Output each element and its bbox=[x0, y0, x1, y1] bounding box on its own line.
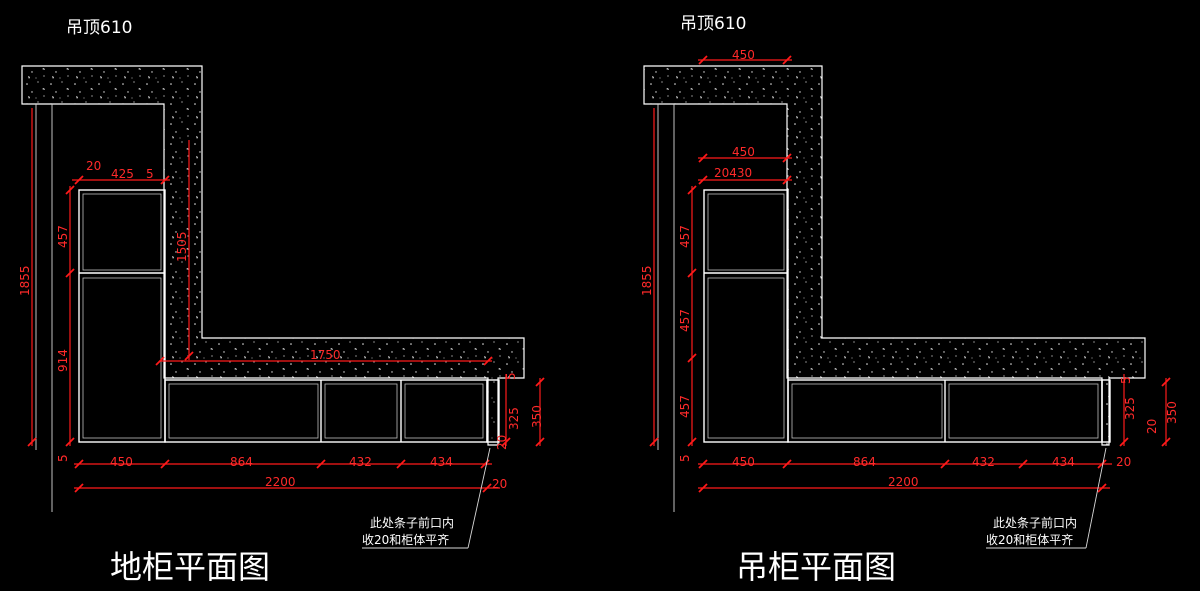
dim-1505: 1505 bbox=[175, 231, 189, 262]
dim-457: 457 bbox=[56, 225, 70, 248]
dim-20: 20 bbox=[86, 159, 101, 173]
dim-325-right: 325 bbox=[1123, 397, 1137, 420]
dim-20-430: 20430 bbox=[714, 166, 752, 180]
left-note-line1: 此处条子前口内 bbox=[370, 515, 454, 530]
dim-2200: 2200 bbox=[265, 475, 296, 489]
dim-450-top: 450 bbox=[732, 48, 755, 62]
right-plan-title: 吊柜平面图 bbox=[736, 548, 896, 586]
dim-434: 434 bbox=[430, 455, 453, 469]
dim-20-bottom: 20 bbox=[492, 477, 507, 491]
dim-20-right: 20 bbox=[1116, 455, 1131, 469]
dim-1855-right: 1855 bbox=[640, 265, 654, 296]
dim-5-side: 5 bbox=[504, 372, 518, 380]
dim-457-c: 457 bbox=[678, 395, 692, 418]
right-note-line2: 收20和柜体平齐 bbox=[986, 532, 1073, 547]
left-plan-title: 地柜平面图 bbox=[110, 548, 270, 586]
dim-434-right: 434 bbox=[1052, 455, 1075, 469]
right-plan: 吊顶610 450 450 bbox=[640, 14, 1179, 586]
dim-5-side-right: 5 bbox=[1119, 376, 1133, 384]
dim-1750: 1750 bbox=[310, 348, 341, 362]
dim-864-right: 864 bbox=[853, 455, 876, 469]
right-wall-cabinets bbox=[787, 379, 1111, 443]
dim-5-top: 5 bbox=[146, 167, 154, 181]
left-note-leader bbox=[467, 447, 491, 549]
dim-325: 325 bbox=[507, 407, 521, 430]
left-note-line2: 收20和柜体平齐 bbox=[362, 532, 449, 547]
dim-432-right: 432 bbox=[972, 455, 995, 469]
left-dimensions: 20 425 5 457 914 1855 1505 1750 5 bbox=[18, 108, 545, 493]
dim-457-b: 457 bbox=[678, 309, 692, 332]
right-wall bbox=[643, 65, 1146, 446]
dim-5-left: 5 bbox=[56, 454, 70, 462]
dim-457-a: 457 bbox=[678, 225, 692, 248]
dim-425: 425 bbox=[111, 167, 134, 181]
right-ceiling-label: 吊顶610 bbox=[680, 14, 746, 34]
dim-5-left-right: 5 bbox=[678, 454, 692, 462]
left-plan: 吊顶610 20 425 bbox=[18, 18, 545, 586]
dim-20-side-right: 20 bbox=[1145, 419, 1159, 434]
right-note-leader bbox=[1085, 447, 1107, 549]
right-dimensions: 450 450 20430 457 457 457 1855 5 bbox=[640, 48, 1179, 493]
dim-20-side: 20 bbox=[495, 435, 509, 450]
dim-432: 432 bbox=[349, 455, 372, 469]
dim-914: 914 bbox=[56, 349, 70, 372]
dim-350: 350 bbox=[530, 405, 544, 428]
left-base-cabinets bbox=[164, 379, 500, 443]
dim-1855: 1855 bbox=[18, 265, 32, 296]
dim-450: 450 bbox=[110, 455, 133, 469]
dim-864: 864 bbox=[230, 455, 253, 469]
dim-350-right: 350 bbox=[1165, 401, 1179, 424]
dim-2200-right: 2200 bbox=[888, 475, 919, 489]
left-wall bbox=[21, 65, 525, 446]
dim-450-mid: 450 bbox=[732, 145, 755, 159]
left-tall-cabinet bbox=[78, 189, 166, 443]
right-tall-cabinet bbox=[703, 189, 789, 443]
right-note-line1: 此处条子前口内 bbox=[993, 515, 1077, 530]
dim-450-right: 450 bbox=[732, 455, 755, 469]
left-ceiling-label: 吊顶610 bbox=[66, 18, 132, 38]
